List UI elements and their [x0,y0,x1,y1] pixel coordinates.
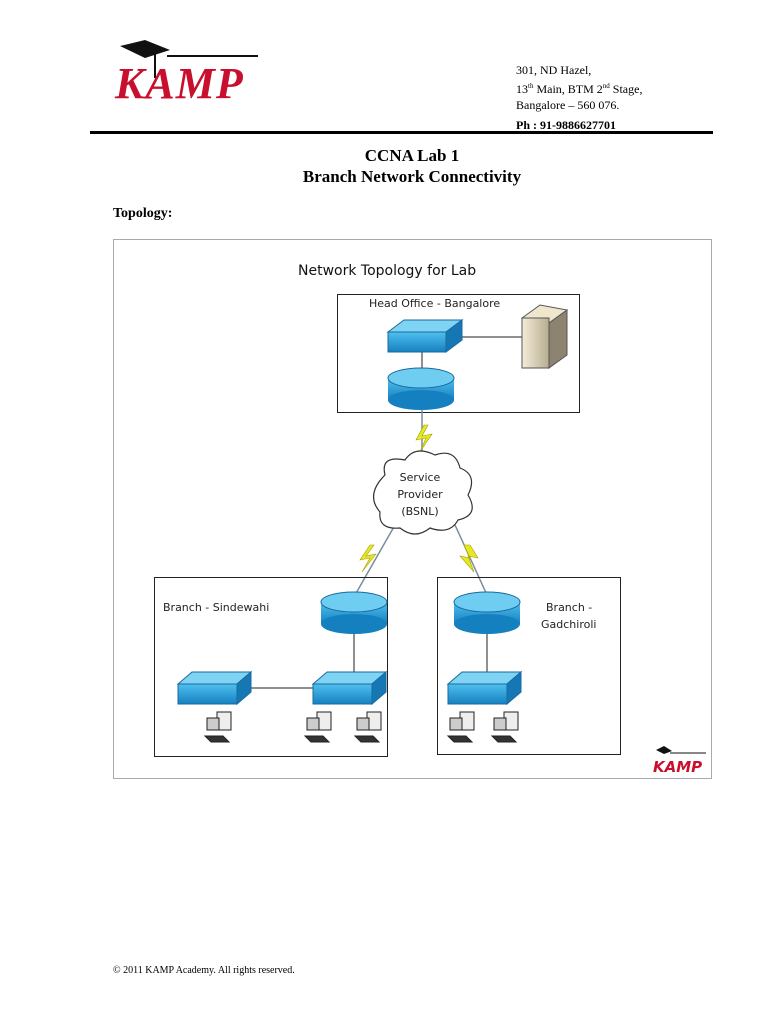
branch-gadchiroli-box [437,577,621,755]
graduation-cap-icon [120,40,258,78]
router-icon [453,591,521,634]
branch-sindewahi-box [154,577,388,757]
footer-copyright: © 2011 KAMP Academy. All rights reserved… [113,965,295,976]
branch-gadchiroli-label-1: Branch - [546,601,592,614]
logo-text: KAMP [115,59,244,108]
pc-icon [353,711,382,743]
switch-icon [386,319,464,353]
router-icon [387,367,455,410]
cloud-icon [373,450,473,535]
address-block: 301, ND Hazel, 13th Main, BTM 2nd Stage,… [516,62,642,133]
page-subtitle: Branch Network Connectivity [302,167,522,186]
page-title: CCNA Lab 1 [364,146,460,165]
kamp-logo: KAMP [115,38,265,108]
head-office-box [337,294,580,413]
server-icon [520,304,569,369]
router-icon [320,591,388,634]
pc-icon [490,711,519,743]
kamp-watermark-logo: KAMP [653,746,706,776]
pc-icon [203,711,232,743]
head-office-label: Head Office - Bangalore [369,297,500,310]
branch-gadchiroli-label-2: Gadchiroli [541,618,596,631]
address-line-1: 301, ND Hazel, [516,63,592,77]
svg-text:KAMP: KAMP [653,758,702,776]
switch-icon [446,670,523,706]
switch-icon [176,670,253,706]
phone: Ph : 91-9886627701 [516,118,616,132]
cloud-label-2: Provider [397,488,443,501]
section-label: Topology: [113,206,173,221]
switch-icon [311,670,388,706]
address-line-2: 13th Main, BTM 2nd Stage, [516,82,643,96]
branch-sindewahi-label: Branch - Sindewahi [163,601,269,614]
header-rule [90,131,713,134]
serial-link-icon [359,544,377,573]
cloud-label-3: (BSNL) [401,505,438,518]
cloud-label-1: Service [400,471,441,484]
address-line-3: Bangalore – 560 076. [516,98,620,112]
pc-icon [303,711,332,743]
pc-icon [446,711,475,743]
serial-link-icon [459,544,479,573]
serial-link-icon [415,424,433,453]
diagram-title: Network Topology for Lab [298,263,476,279]
